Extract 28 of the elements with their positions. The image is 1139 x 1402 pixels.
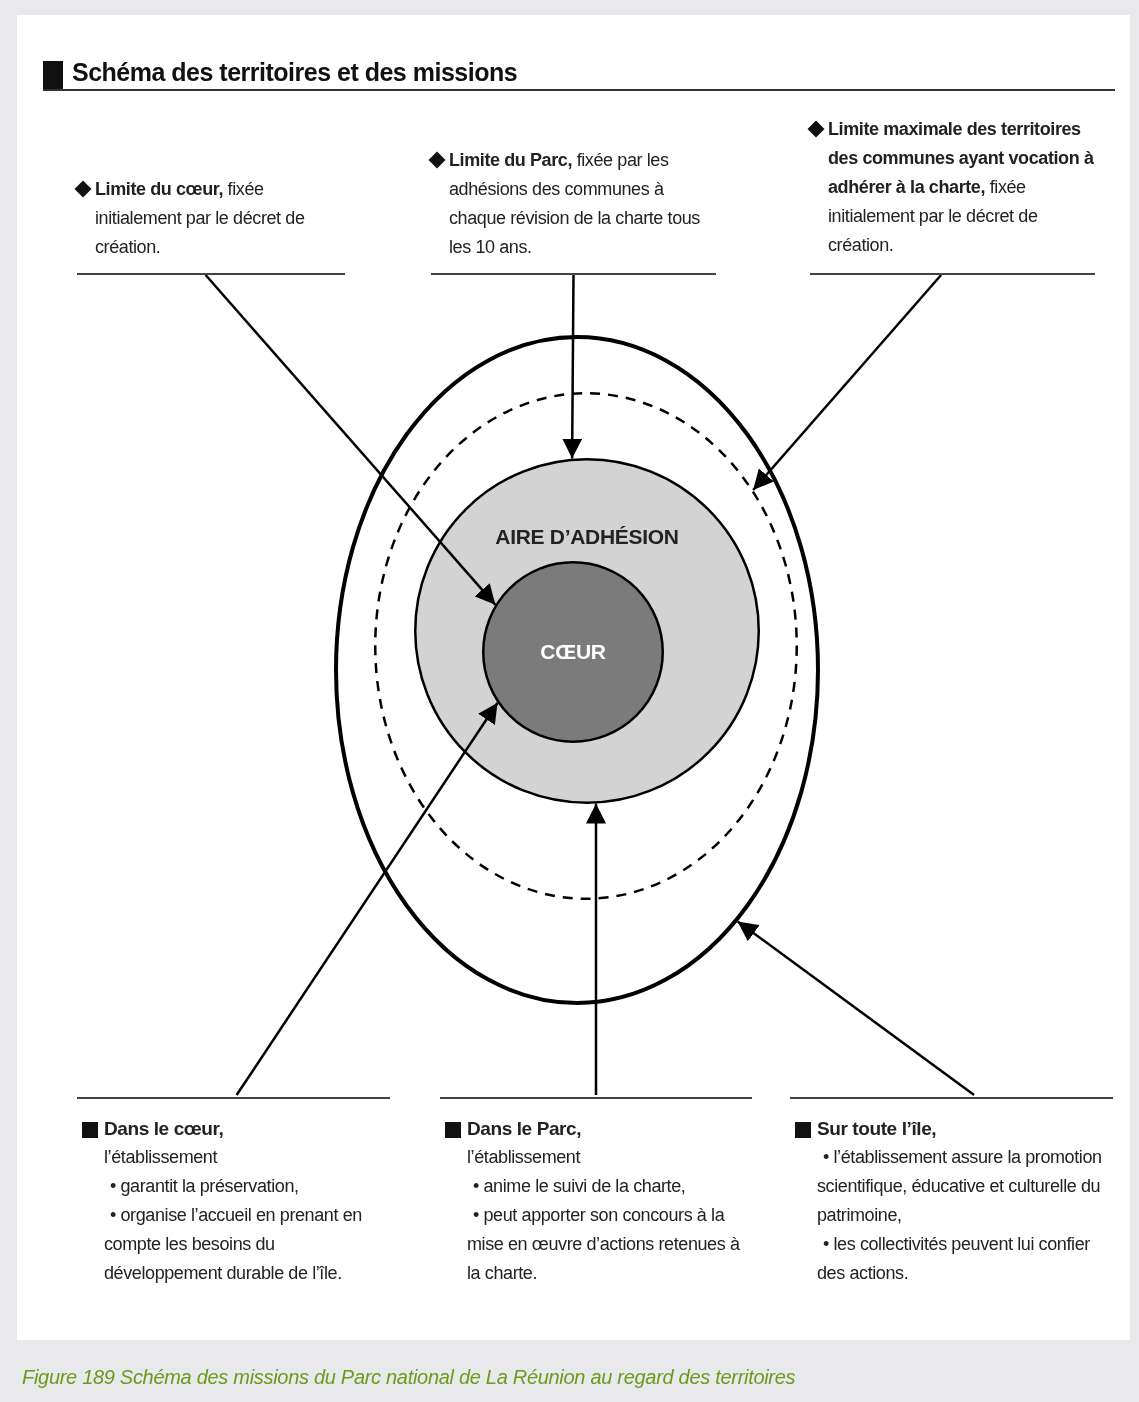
adhesion-circle: [414, 458, 760, 804]
mission-text: • peut apporter son concours à la mise en œuvre d’actions retenues à la charte.: [467, 1204, 741, 1285]
annotation-text: Limite maximale des territoires des communes ayant vocation à adhérer à la charte, fixée initialement par le décret de création.: [828, 118, 1095, 257]
mission-heading: Dans le Parc,: [467, 1117, 583, 1141]
mission-heading: Sur toute l’île,: [817, 1117, 938, 1141]
annotation-text: Limite du Parc, fixée par les adhésions des communes à chaque révision de la charte tous les 10 ans.: [449, 149, 701, 259]
core-label: CŒUR: [539, 640, 607, 664]
outer-ellipse: [334, 335, 820, 1005]
figure-caption: Figure 189 Schéma des missions du Parc national de La Réunion au regard des territoires: [22, 1366, 796, 1389]
mission-text: • organise l’accueil en prenant en compte les besoins du développement durable de l’île.: [104, 1204, 363, 1285]
mission-text: • l’établissement assure la promotion scientifique, éducative et culturelle du patrimoine,: [817, 1146, 1103, 1227]
heading: Schéma des territoires et des missions: [72, 58, 518, 87]
annotation-text: Limite du cœur, fixée initialement par le décret de création.: [95, 178, 306, 259]
arrow: [235, 702, 499, 1096]
dashed-ellipse: [374, 392, 798, 900]
mission-text: l’établissement: [467, 1146, 582, 1169]
core-circle: [482, 561, 664, 743]
mission-heading: Dans le cœur,: [104, 1117, 225, 1141]
arrow: [586, 803, 606, 1095]
arrow: [204, 274, 497, 606]
mission-text: • garantit la préservation,: [109, 1175, 300, 1198]
arrow: [562, 275, 583, 459]
area-label: AIRE D’ADHÉSION: [494, 525, 680, 549]
mission-text: l’établissement: [104, 1146, 219, 1169]
mission-text: • les collectivités peuvent lui confier des actions.: [817, 1233, 1091, 1285]
arrow: [752, 274, 943, 491]
arrow: [736, 920, 975, 1096]
mission-text: • anime le suivi de la charte,: [472, 1175, 687, 1198]
